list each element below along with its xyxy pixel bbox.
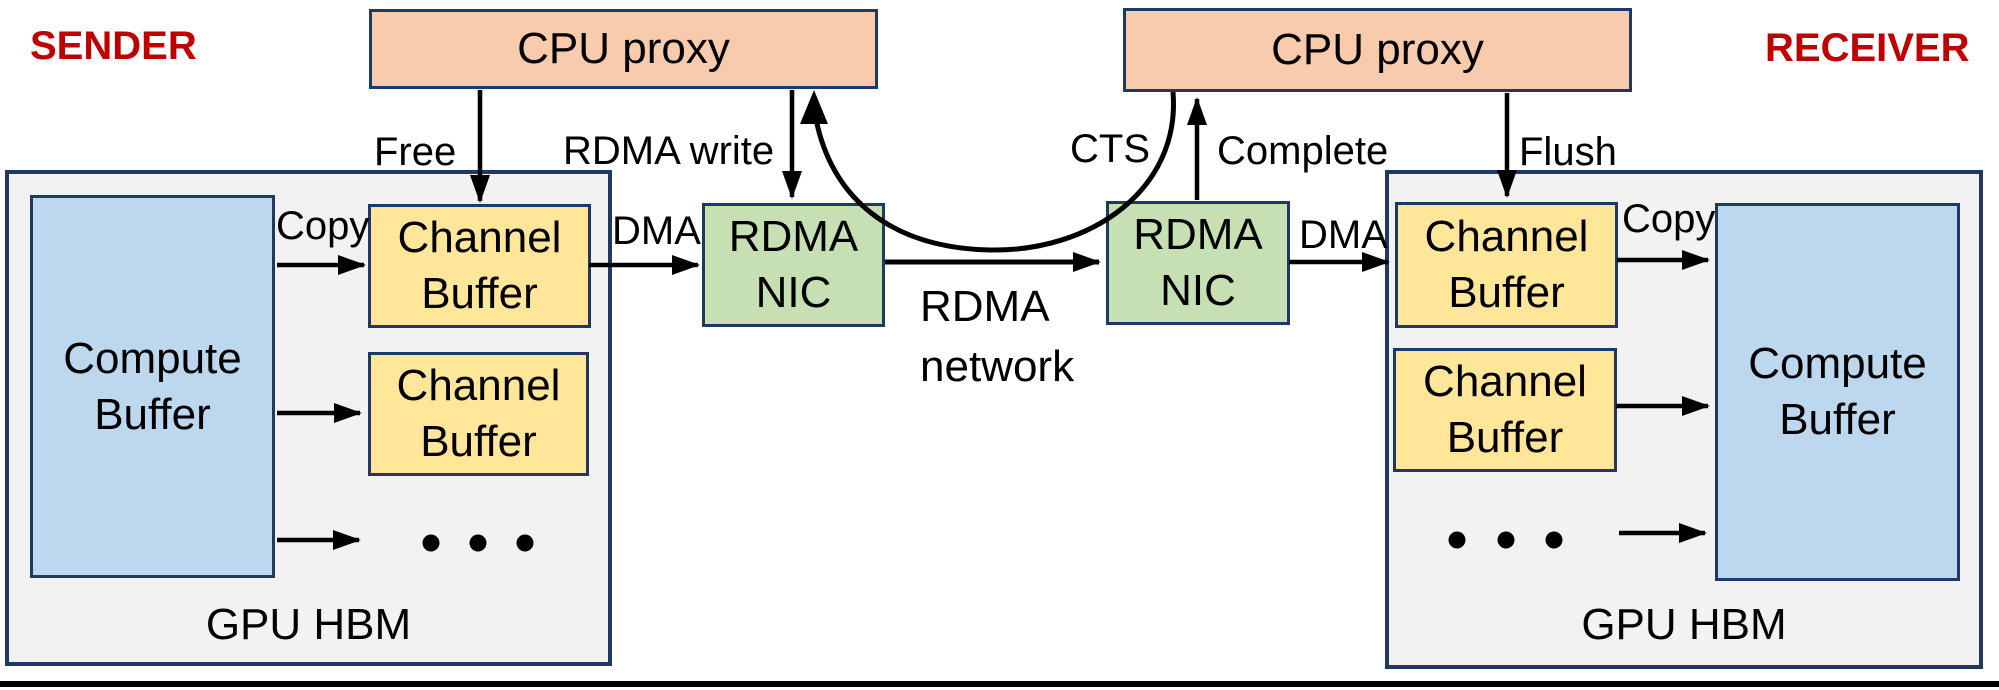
rdma-nic-line1: RDMA: [1133, 210, 1263, 259]
compute-buffer-line1: Compute: [1748, 339, 1927, 388]
dma-label-sender: DMA: [612, 209, 701, 253]
receiver-title: RECEIVER: [1765, 26, 1970, 70]
channel-buffer-line1: Channel: [1424, 212, 1589, 261]
channel-buffer-box-receiver-2: Channel Buffer: [1393, 348, 1617, 472]
channel-buffer-line2: Buffer: [421, 269, 538, 318]
dma-label-receiver: DMA: [1299, 213, 1388, 257]
sender-title: SENDER: [30, 24, 197, 68]
channel-buffer-line2: Buffer: [420, 417, 537, 466]
compute-buffer-line2: Buffer: [94, 389, 211, 439]
compute-buffer-line1: Compute: [63, 333, 242, 383]
bottom-rule: [0, 681, 1999, 687]
rdma-nic-line2: NIC: [755, 268, 832, 317]
cpu-proxy-label-receiver: CPU proxy: [1271, 25, 1484, 74]
channel-buffer-box-receiver-1: Channel Buffer: [1395, 202, 1618, 328]
ellipsis-dots-receiver: [1448, 531, 1563, 549]
channel-buffer-line1: Channel: [1423, 357, 1587, 406]
channel-buffer-box-sender-1: Channel Buffer: [368, 204, 591, 328]
cts-curve-arrowhead: [800, 90, 828, 124]
gpu-hbm-label-sender: GPU HBM: [205, 600, 412, 649]
flush-label: Flush: [1519, 130, 1617, 174]
rdma-nic-line2: NIC: [1160, 266, 1236, 315]
channel-buffer-line1: Channel: [397, 213, 562, 262]
free-label: Free: [374, 130, 457, 174]
rdma-nic-line1: RDMA: [728, 212, 859, 261]
ellipsis-dots-sender: [422, 534, 534, 552]
cpu-proxy-box-receiver: CPU proxy: [1123, 8, 1632, 92]
compute-buffer-box-receiver: Compute Buffer: [1715, 203, 1960, 581]
cpu-proxy-box-sender: CPU proxy: [369, 9, 878, 89]
cts-curve-arrow: [811, 91, 1176, 253]
rdma-network-label: RDMA network: [920, 277, 1074, 397]
copy-label-sender: Copy: [276, 204, 370, 248]
channel-buffer-line2: Buffer: [1446, 413, 1564, 462]
copy-label-receiver: Copy: [1622, 197, 1716, 241]
rdma-network-line2: network: [920, 342, 1075, 391]
channel-buffer-line2: Buffer: [1448, 268, 1565, 317]
complete-label: Complete: [1217, 129, 1389, 173]
rdma-nic-box-sender: RDMA NIC: [702, 203, 885, 327]
channel-buffer-box-sender-2: Channel Buffer: [368, 352, 589, 476]
gpu-hbm-label-receiver: GPU HBM: [1581, 600, 1787, 649]
cts-label: CTS: [1070, 127, 1150, 171]
compute-buffer-line2: Buffer: [1779, 395, 1896, 444]
channel-buffer-line1: Channel: [396, 361, 561, 410]
rdma-nic-box-receiver: RDMA NIC: [1106, 201, 1290, 325]
rdma-write-label: RDMA write: [563, 129, 775, 173]
compute-buffer-box-sender: Compute Buffer: [30, 195, 275, 578]
rdma-network-line1: RDMA: [920, 282, 1050, 331]
cpu-proxy-label-sender: CPU proxy: [517, 24, 730, 73]
